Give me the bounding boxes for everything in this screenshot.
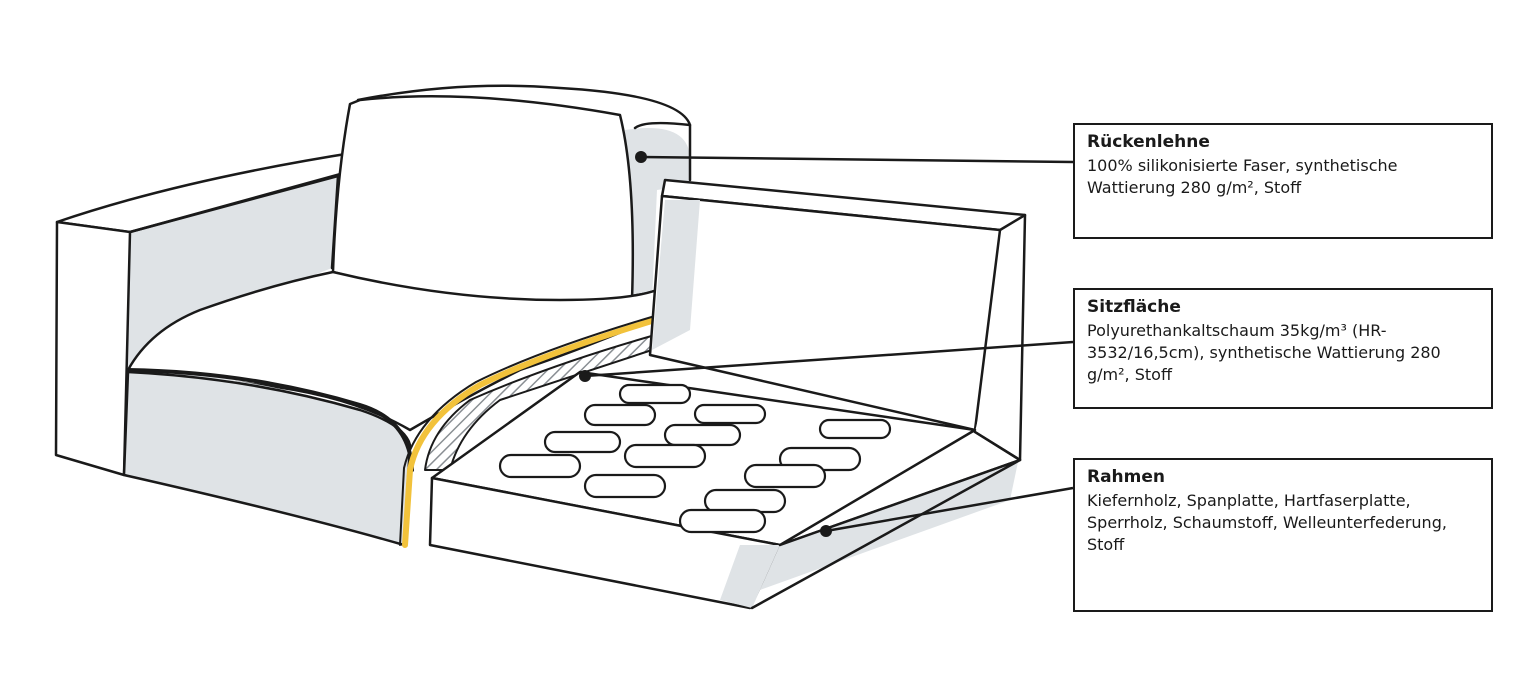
spring-loop [663,423,742,447]
seat-front-shade [124,370,410,545]
callout-seat-title: Sitzfläche [1087,297,1181,317]
callout-frame-description: Kiefernholz, Spanplatte, Hartfaserplatte… [1087,491,1447,554]
spring-loop [583,473,667,499]
spring-loop [623,443,707,469]
spring-loop [498,453,582,479]
back-cushion [331,84,692,306]
spring-loop [818,418,892,440]
spring-loop [693,403,767,425]
leader-line-frame [825,486,1074,533]
back-cushion-seam [633,121,692,130]
spring-loop [678,508,767,534]
leader-lines [584,155,1074,533]
spring-loop [703,488,787,514]
callout-seat: Sitzfläche Polyurethankaltschaum 35kg/m³… [1073,288,1493,409]
armrest-front [54,220,132,477]
callout-frame: Rahmen Kiefernholz, Spanplatte, Hartfase… [1073,458,1493,612]
leader-dot-frame [820,525,832,537]
seat-top [126,270,659,432]
spring-loop [583,403,657,427]
spring-loop [618,383,692,405]
spring-base [428,370,1022,610]
base-front [428,476,782,610]
seat-cushion [122,270,659,547]
side-panel-inner-shade [652,200,700,350]
spring-loop [543,430,622,454]
back-cushion-front [331,95,635,306]
springs [498,383,892,534]
right-side-panel [648,178,1027,462]
callout-backrest-description: 100% silikonisierte Faser, synthetische … [1087,156,1398,197]
padding-layer-edge [399,315,656,546]
seat-edge-line [126,368,414,472]
base-side-outline [750,458,1022,610]
callout-seat-description: Polyurethankaltschaum 35kg/m³ (HR-3532/1… [1087,321,1441,384]
callout-backrest-title: Rückenlehne [1087,132,1210,152]
leader-line-seat [584,340,1074,378]
callout-backrest: Rückenlehne 100% silikonisierte Faser, s… [1073,123,1493,239]
callout-frame-title: Rahmen [1087,467,1166,487]
leader-dot-backrest [635,151,647,163]
leader-line-backrest [640,155,1074,164]
foam-cross-section [424,334,656,471]
leader-dot-seat [579,370,591,382]
base-front-shade [720,545,780,608]
spring-loop [743,463,827,489]
padding-layer [402,317,658,548]
base-side-shade [760,462,1018,590]
leader-dots [579,151,832,537]
